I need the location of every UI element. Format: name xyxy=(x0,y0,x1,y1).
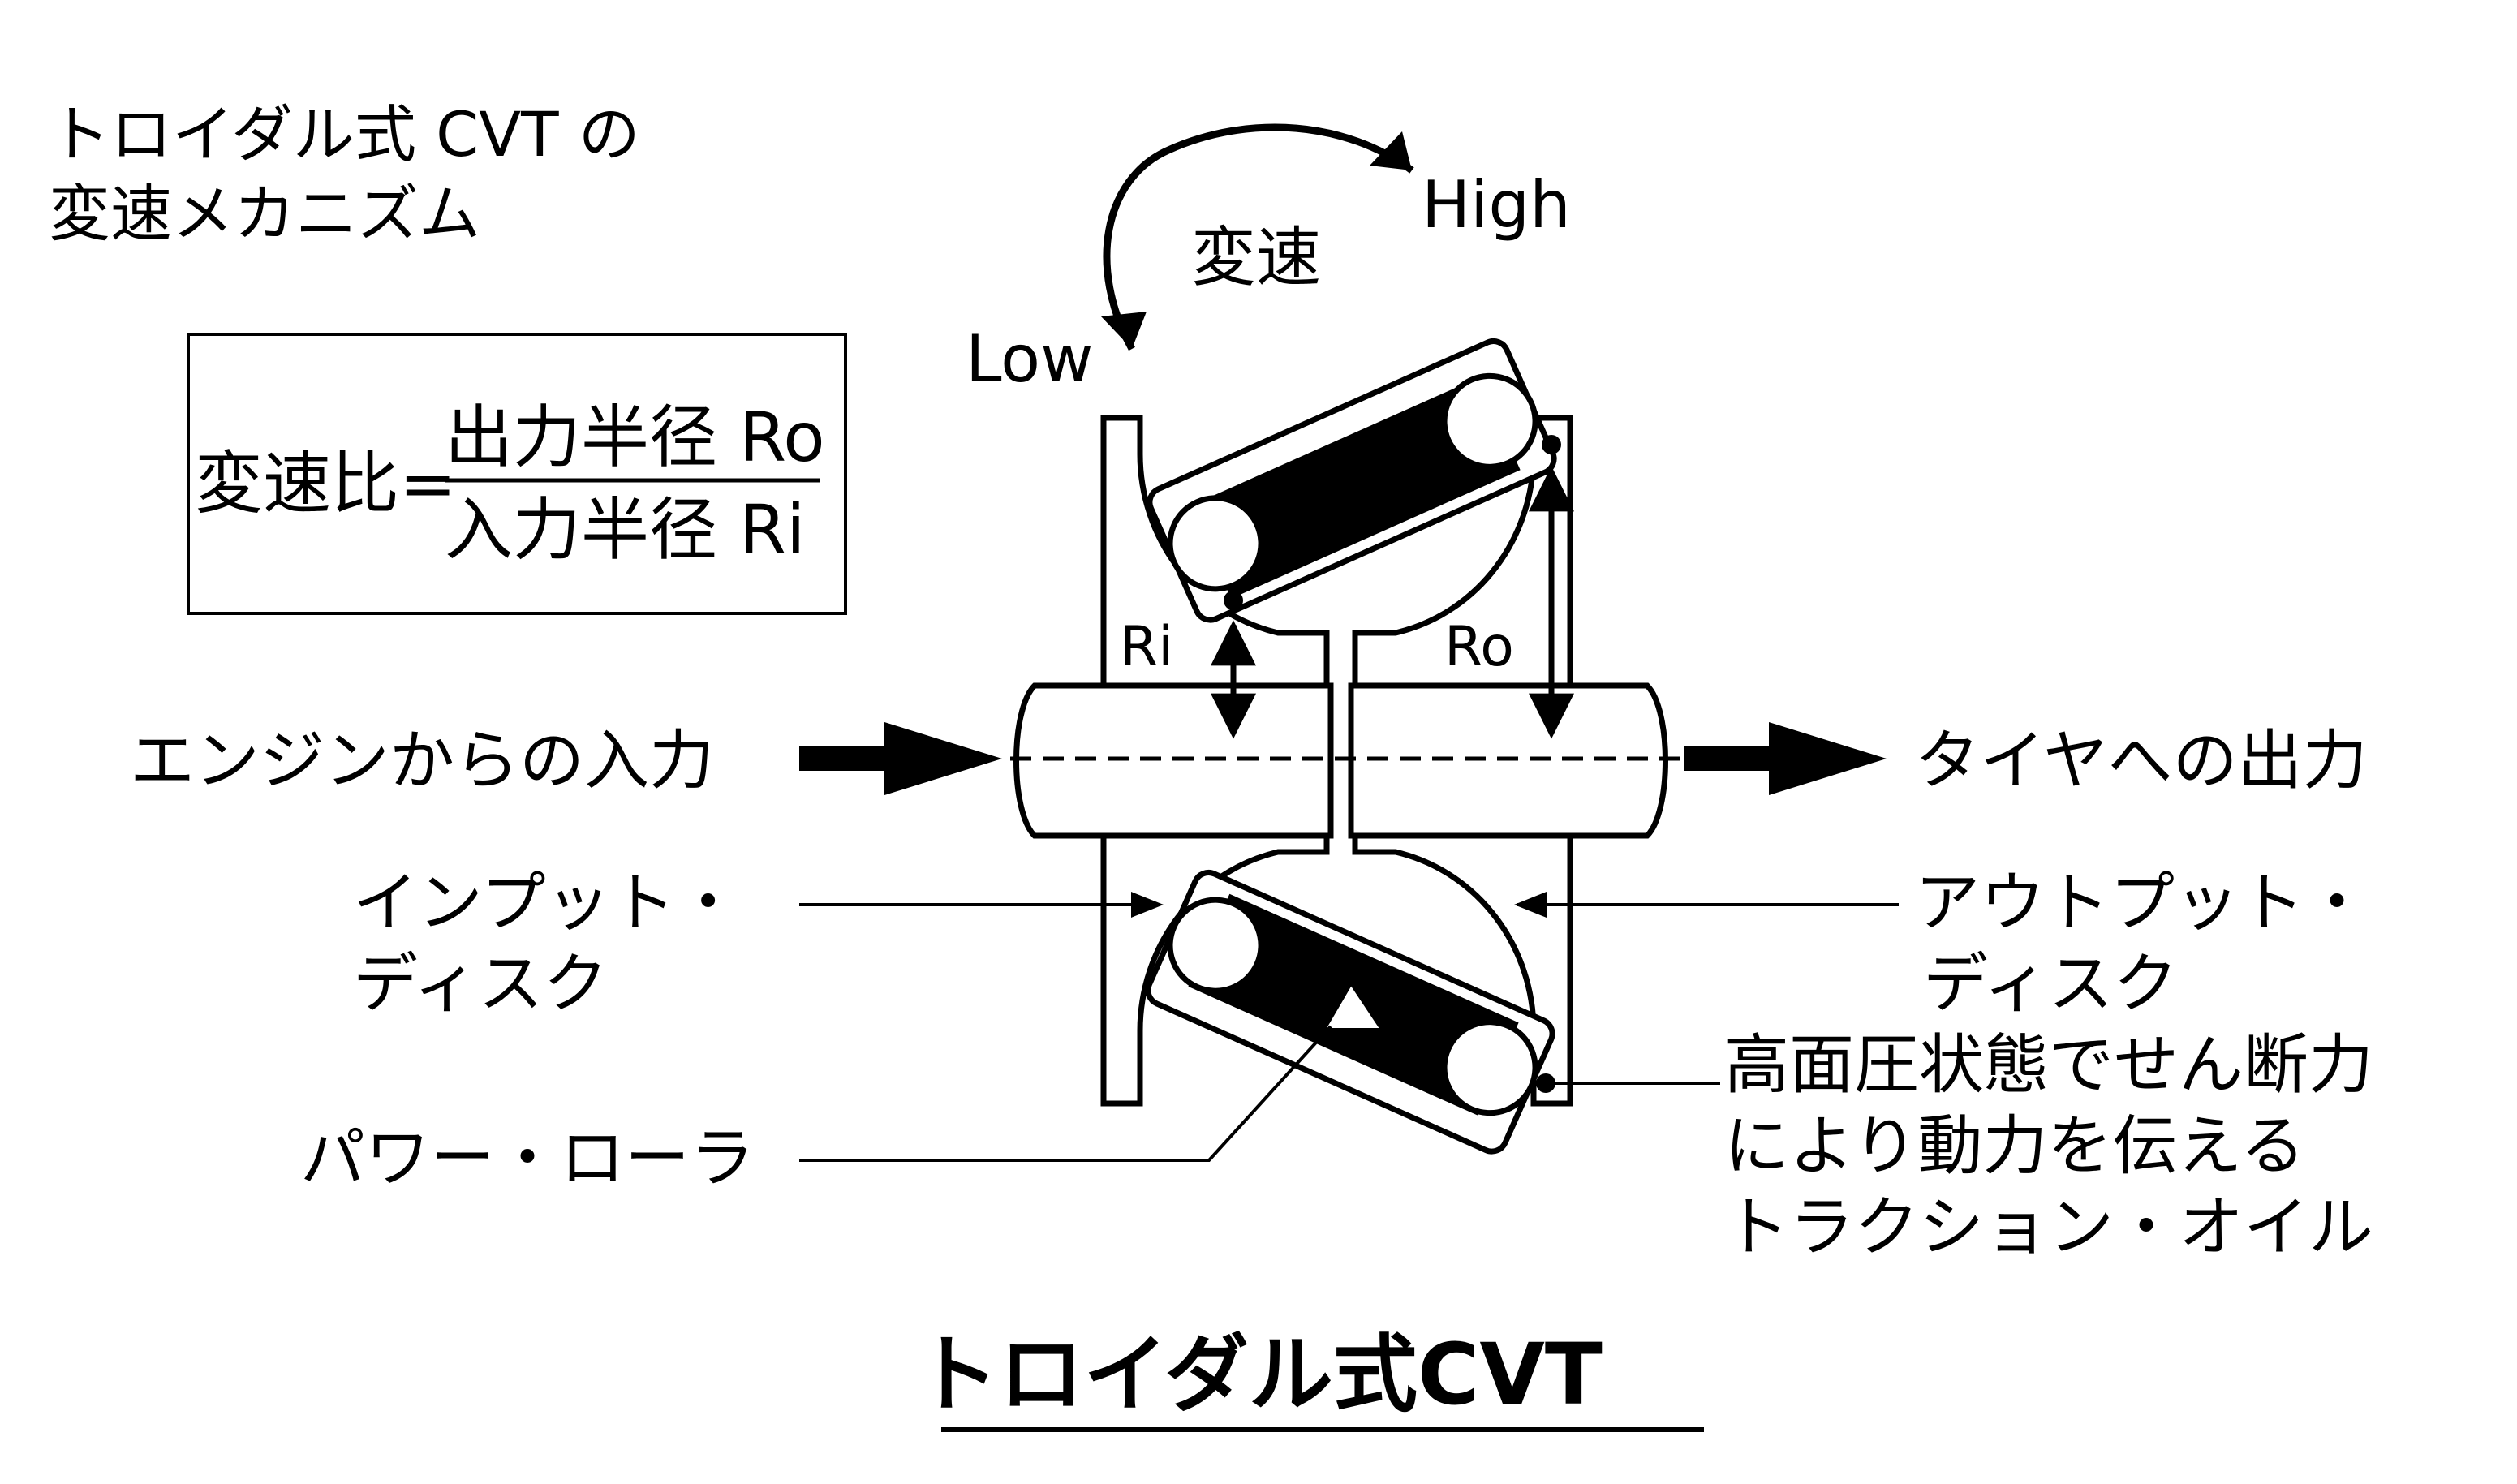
ri-contact-point xyxy=(1224,591,1243,610)
shift-arrowhead-high xyxy=(1370,131,1412,170)
diagram-title: トロイダル式CVT xyxy=(914,1325,1603,1424)
input-label: エンジンからの入力 xyxy=(130,723,714,798)
oil-label-3: トラクション・オイル xyxy=(1724,1189,2373,1265)
power-roller-leader xyxy=(799,1025,1332,1162)
shift-arc xyxy=(1103,123,1414,351)
input-disc-label-2: ディスク xyxy=(353,946,608,1022)
output-label: タイヤへの出力 xyxy=(1915,723,2368,798)
power-roller-upper xyxy=(1147,338,1557,623)
formula-denominator: 入力半径 Ri xyxy=(445,490,805,570)
pivot-triangle xyxy=(1318,977,1388,1033)
formula-numerator: 出力半径 Ro xyxy=(445,398,825,477)
output-disc-label-2: ディスク xyxy=(1923,946,2178,1022)
shift-low-label: Low xyxy=(966,321,1094,397)
ro-contact-point xyxy=(1542,435,1561,454)
output-disc-label-1: アウトプット・ xyxy=(1915,865,2369,940)
formula-lhs: 変速比= xyxy=(195,444,456,523)
shift-label: 変速 xyxy=(1191,220,1321,295)
output-arrow xyxy=(1684,722,1887,795)
shift-arrowhead-low xyxy=(1101,312,1147,349)
heading-line1: トロイダル式 CVT の xyxy=(49,98,640,170)
ro-label: Ro xyxy=(1444,615,1514,679)
oil-label-1: 高面圧状態でせん断力 xyxy=(1724,1027,2373,1103)
shift-high-label: High xyxy=(1422,167,1571,243)
heading-line2: 変速メカニズム xyxy=(49,178,480,250)
ri-label: Ri xyxy=(1120,615,1173,679)
oil-label-2: により動力を伝える xyxy=(1724,1108,2305,1184)
input-arrow xyxy=(799,722,1002,795)
input-disc-label-1: インプット・ xyxy=(353,865,741,940)
power-roller-label: パワー・ローラ xyxy=(300,1121,755,1196)
formula-box xyxy=(187,333,847,615)
